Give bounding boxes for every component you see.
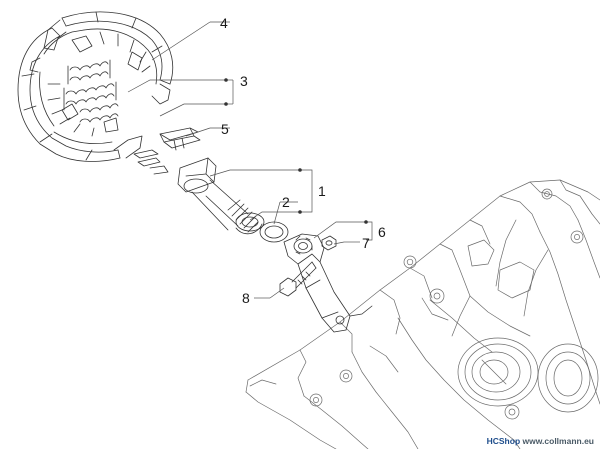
brake-lever bbox=[283, 233, 373, 333]
callout-2: 2 bbox=[282, 194, 290, 210]
nut-part-7 bbox=[321, 235, 337, 251]
callout-4: 4 bbox=[220, 15, 228, 31]
callout-1: 1 bbox=[318, 183, 326, 199]
bolt-part-8 bbox=[279, 261, 317, 297]
callout-8: 8 bbox=[242, 290, 250, 306]
leader-lines bbox=[127, 21, 373, 299]
watermark: HCShop www.collmann.eu bbox=[487, 436, 594, 446]
callout-5: 5 bbox=[221, 121, 229, 137]
brake-shoes bbox=[17, 11, 174, 162]
callout-labels: 4 3 5 1 2 6 7 8 bbox=[220, 15, 386, 306]
callout-3: 3 bbox=[240, 73, 248, 89]
callout-6: 6 bbox=[378, 224, 386, 240]
watermark-brand: HCShop bbox=[486, 436, 521, 446]
watermark-url: www.collmann.eu bbox=[522, 436, 594, 446]
clip-part-5 bbox=[133, 127, 201, 175]
engine-casing bbox=[245, 179, 600, 449]
leader-dots bbox=[224, 78, 368, 224]
camshaft bbox=[177, 157, 265, 235]
callout-7: 7 bbox=[362, 235, 370, 251]
seal-ring bbox=[259, 221, 289, 243]
